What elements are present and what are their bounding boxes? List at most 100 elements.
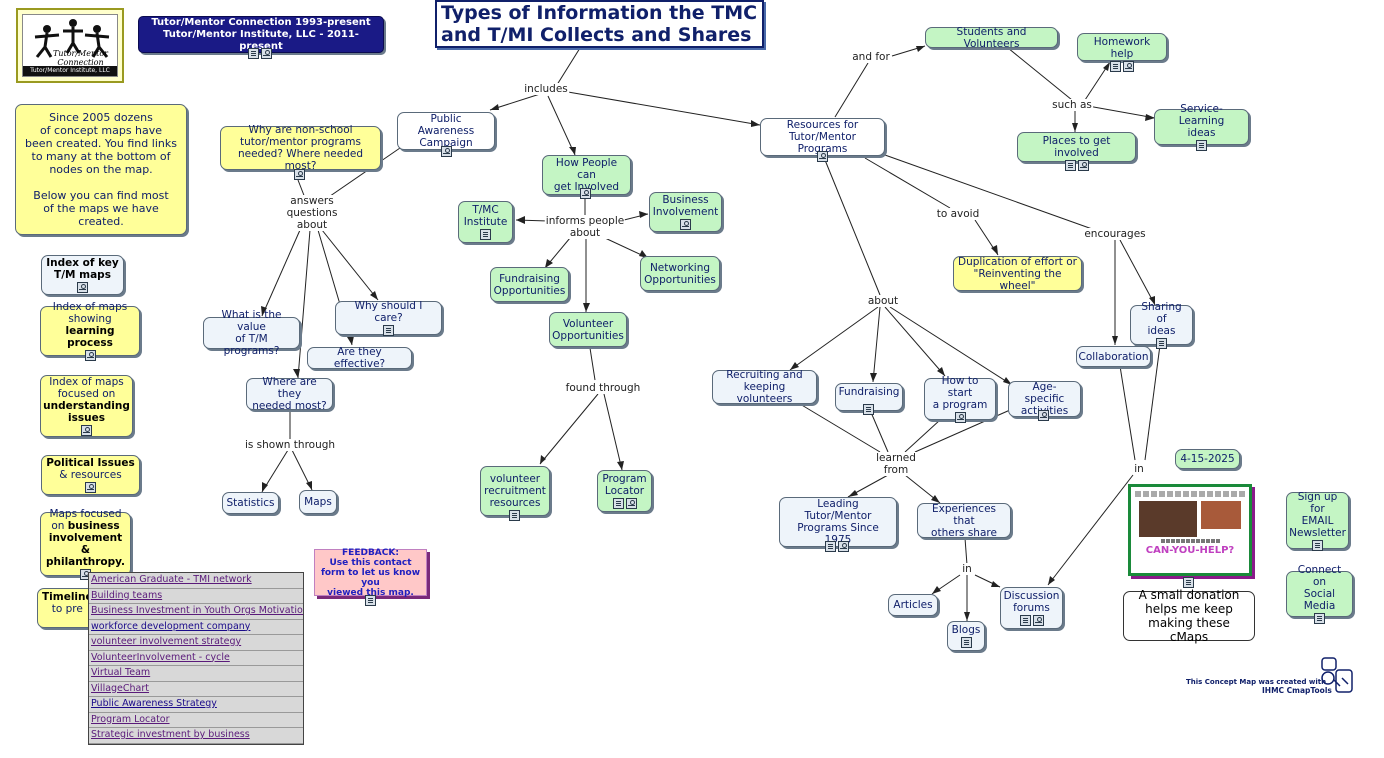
index-key-maps-label: Index of key T/M maps bbox=[46, 257, 119, 281]
document-icon[interactable] bbox=[1019, 615, 1031, 626]
document-icon[interactable] bbox=[383, 325, 394, 336]
concept-map-icon[interactable] bbox=[77, 282, 88, 293]
link-list-item[interactable]: VolunteerInvolvement - cycle bbox=[89, 651, 303, 666]
resources-programs-node[interactable]: Resources for Tutor/Mentor Programs bbox=[760, 118, 885, 156]
document-icon[interactable] bbox=[863, 404, 874, 415]
fundraising-opportunities[interactable]: Fundraising Opportunities bbox=[490, 267, 569, 302]
maps-node[interactable]: Maps bbox=[299, 490, 337, 514]
concept-map-icon[interactable] bbox=[580, 188, 591, 199]
tmc-institute-node[interactable]: T/MC Institute bbox=[458, 201, 513, 243]
concept-map-icon[interactable] bbox=[294, 169, 305, 180]
how-start-node[interactable]: How to start a program bbox=[924, 375, 996, 423]
page-title: Types of Information the TMC and T/MI Co… bbox=[435, 0, 764, 48]
document-icon[interactable] bbox=[825, 541, 836, 552]
document-icon[interactable] bbox=[248, 48, 259, 59]
index-learning-process[interactable]: Index of maps showing learning process bbox=[40, 301, 140, 361]
icon-row bbox=[1314, 613, 1325, 624]
discussion-forums-node[interactable]: Discussion forums bbox=[1000, 587, 1063, 629]
homework-help-node[interactable]: Homework help bbox=[1077, 33, 1167, 72]
document-icon[interactable] bbox=[1312, 539, 1323, 551]
document-icon[interactable] bbox=[1314, 613, 1325, 624]
can-you-help-flyer[interactable]: CAN-YOU-HELP? bbox=[1128, 484, 1252, 576]
link-list-item[interactable]: VillageChart bbox=[89, 682, 303, 697]
concept-map-icon[interactable] bbox=[261, 48, 272, 59]
concept-map-icon[interactable] bbox=[84, 350, 96, 361]
networking-opportunities[interactable]: Networking Opportunities bbox=[640, 256, 720, 291]
concept-map-icon[interactable] bbox=[680, 219, 691, 230]
link-list-item[interactable]: Program Locator bbox=[89, 713, 303, 728]
statistics-node[interactable]: Statistics bbox=[222, 492, 279, 514]
link-learned-from: learned from bbox=[875, 452, 917, 476]
public-awareness-campaign[interactable]: Public Awareness Campaign bbox=[397, 112, 495, 150]
why-care-node[interactable]: Why should I care? bbox=[335, 300, 442, 336]
document-icon[interactable] bbox=[1064, 160, 1076, 171]
political-issues[interactable]: Political Issues & resources bbox=[41, 455, 140, 495]
sharing-ideas-node[interactable]: Sharing of ideas bbox=[1130, 301, 1193, 349]
link-list-item[interactable]: Public Awareness Strategy bbox=[89, 697, 303, 713]
document-icon[interactable] bbox=[1183, 577, 1194, 588]
age-specific-icons bbox=[1038, 410, 1049, 421]
document-icon[interactable] bbox=[1156, 338, 1167, 349]
signup-newsletter[interactable]: Sign up for EMAIL Newsletter bbox=[1286, 491, 1349, 551]
document-icon[interactable] bbox=[960, 637, 972, 648]
link-answers-questions: answers questions about bbox=[285, 195, 339, 231]
concept-map-icon[interactable] bbox=[85, 482, 96, 493]
concept-map-icon[interactable] bbox=[1038, 410, 1049, 421]
students-volunteers-node[interactable]: Students and Volunteers bbox=[925, 26, 1058, 50]
volunteer-recruit-icons bbox=[509, 510, 520, 521]
index-understanding-issues[interactable]: Index of maps focused on understanding i… bbox=[40, 375, 133, 437]
business-involvement-maps[interactable]: Maps focused on business involvement & p… bbox=[40, 508, 131, 580]
timeline-node[interactable]: Timeline to pre bbox=[37, 588, 97, 628]
collaboration-node[interactable]: Collaboration bbox=[1076, 346, 1151, 367]
concept-map-icon[interactable] bbox=[1077, 160, 1089, 171]
concept-map-icon[interactable] bbox=[954, 412, 966, 423]
concept-map-icon[interactable] bbox=[1032, 615, 1044, 626]
business-involvement-node[interactable]: Business Involvement bbox=[649, 192, 722, 232]
effective-node[interactable]: Are they effective? bbox=[307, 346, 412, 370]
resources-programs-label: Resources for Tutor/Mentor Programs bbox=[786, 119, 859, 155]
places-involved-node[interactable]: Places to get involved bbox=[1017, 132, 1136, 171]
document-icon[interactable] bbox=[365, 595, 376, 606]
leading-programs-node[interactable]: Leading Tutor/Mentor Programs Since 1975 bbox=[779, 497, 897, 547]
concept-map-icon[interactable] bbox=[838, 541, 849, 552]
feedback-node[interactable]: FEEDBACK: Use this contact form to let u… bbox=[314, 548, 427, 598]
cmaptools-credit[interactable]: This Concept Map was created with IHMC C… bbox=[1186, 656, 1356, 696]
why-nonschool-programs[interactable]: Why are non-school tutor/mentor programs… bbox=[220, 124, 381, 172]
link-list-item[interactable]: American Graduate - TMI network bbox=[89, 573, 303, 589]
concept-map-icon[interactable] bbox=[441, 146, 452, 157]
link-list-item[interactable]: Business Investment in Youth Orgs Motiva… bbox=[89, 604, 303, 620]
blogs-node[interactable]: Blogs bbox=[947, 621, 985, 651]
volunteer-recruitment[interactable]: volunteer recruitment resources bbox=[480, 466, 550, 516]
experiences-node[interactable]: Experiences that others share bbox=[917, 503, 1011, 539]
program-locator-node[interactable]: Program Locator bbox=[597, 470, 652, 512]
index-key-maps[interactable]: Index of key T/M maps bbox=[41, 255, 124, 295]
service-learning-node[interactable]: Service-Learning ideas bbox=[1154, 103, 1249, 151]
link-list-item[interactable]: workforce development company bbox=[89, 620, 303, 635]
recruiting-node[interactable]: Recruiting and keeping volunteers bbox=[712, 369, 817, 405]
connect-social[interactable]: Connect on Social Media bbox=[1286, 564, 1353, 624]
document-icon[interactable] bbox=[509, 510, 520, 521]
cmap-credit-line1: This Concept Map was created with bbox=[1186, 678, 1327, 686]
articles-node[interactable]: Articles bbox=[888, 594, 938, 616]
link-list-item[interactable]: volunteer involvement strategy bbox=[89, 635, 303, 651]
what-value-node[interactable]: What is the value of T/M programs? bbox=[203, 309, 300, 357]
tutor-mentor-logo[interactable]: Tutor/Mentor Connection Tutor/Mentor Ins… bbox=[16, 8, 124, 83]
document-icon[interactable] bbox=[1110, 61, 1121, 72]
donation-note[interactable]: A small donation helps me keep making th… bbox=[1123, 588, 1255, 644]
where-needed-node[interactable]: Where are they needed most? bbox=[246, 376, 333, 412]
volunteer-opportunities[interactable]: Volunteer Opportunities bbox=[549, 312, 627, 347]
document-icon[interactable] bbox=[612, 498, 624, 509]
link-list-item[interactable]: Strategic investment by business bbox=[89, 728, 303, 744]
age-specific-node[interactable]: Age-specific activities bbox=[1008, 381, 1081, 417]
duplication-node[interactable]: Duplication of effort or "Reinventing th… bbox=[953, 256, 1082, 292]
document-icon[interactable] bbox=[1196, 140, 1207, 151]
concept-map-icon[interactable] bbox=[81, 425, 92, 436]
concept-map-icon[interactable] bbox=[817, 151, 828, 162]
concept-map-icon[interactable] bbox=[1123, 61, 1134, 72]
concept-map-icon[interactable] bbox=[625, 498, 637, 509]
link-list-item[interactable]: Building teams bbox=[89, 589, 303, 604]
document-icon[interactable] bbox=[480, 229, 491, 240]
intro-note-text: Since 2005 dozens of concept maps have b… bbox=[25, 111, 177, 228]
link-list-item[interactable]: Virtual Team bbox=[89, 666, 303, 682]
